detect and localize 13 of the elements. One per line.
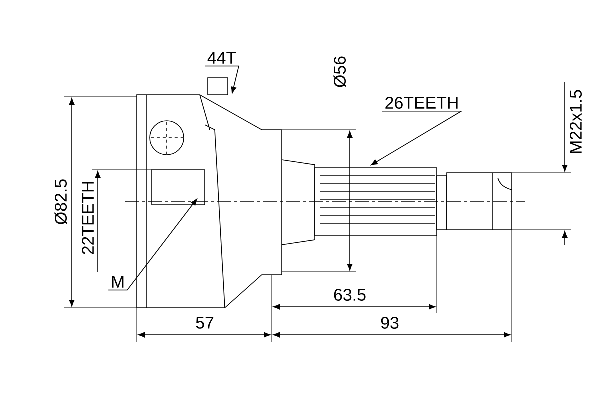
dimension-label: M22x1.5 (570, 90, 582, 154)
dimension-label: Ø82.5 (54, 180, 68, 224)
leader-line (371, 111, 464, 166)
leader-line (108, 198, 198, 291)
dimension-label: 63.5 (334, 289, 366, 301)
callout-text: M (112, 276, 124, 288)
dimension-label: 93 (381, 317, 399, 329)
dimension-label: 22TEETH (82, 182, 94, 254)
callout-text: 26TEETH (386, 97, 458, 109)
leader-line (204, 66, 240, 94)
dimension-label: Ø56 (334, 56, 346, 88)
callout-text: 44T (208, 52, 236, 64)
dimension-label: 57 (196, 317, 214, 329)
